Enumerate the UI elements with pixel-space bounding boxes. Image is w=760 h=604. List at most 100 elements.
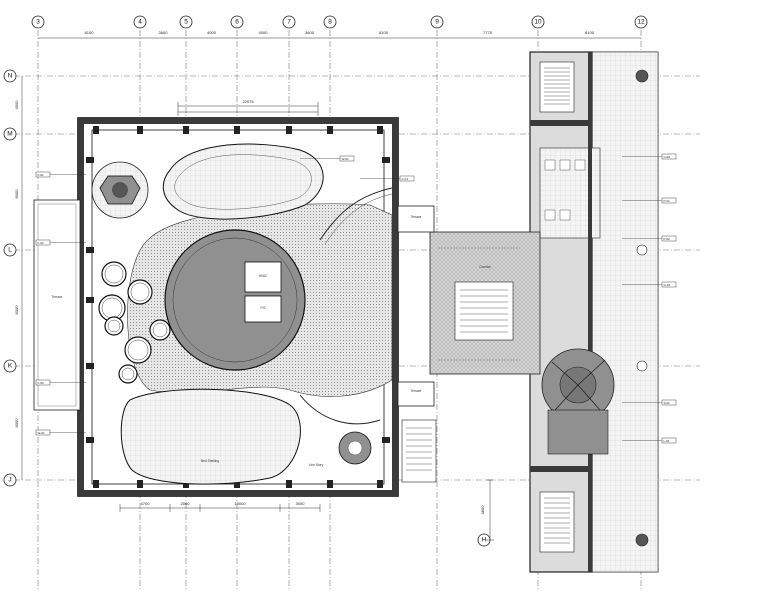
grid-bubble-col-5: 5: [179, 15, 193, 29]
grid-row-label: N: [8, 73, 13, 80]
annotation-tag: P-01: [622, 197, 677, 204]
grid-extra-label: H: [482, 537, 487, 544]
round-table: [124, 336, 152, 364]
grid-col-label: 7: [287, 19, 291, 26]
grid-row-label: M: [7, 131, 12, 138]
terrace-left-label: Terrace: [52, 295, 63, 299]
annotation-tag: F-01: [35, 171, 86, 178]
annotation-tag: F-03: [35, 379, 86, 386]
wall-column: [183, 126, 189, 134]
wall-column: [382, 157, 390, 163]
dim-left-3: 8000: [14, 305, 19, 315]
terrace-right-bottom: Terrace: [397, 381, 435, 407]
grid-bubble-row-N: N: [3, 69, 17, 83]
dim-top-overall: 22075: [242, 99, 254, 104]
bed-shelling-label: Bed Shelling: [201, 459, 219, 463]
annotation-tag: W-02: [300, 155, 355, 162]
dim-bottom-a: 4700: [141, 501, 151, 506]
corridor-bridge: Corridor: [429, 231, 541, 375]
wall-column: [377, 480, 383, 488]
dimension-top: 22075: [177, 99, 319, 116]
grid-bubble-col-12: 12: [634, 15, 648, 29]
wall-column: [86, 247, 94, 253]
svg-text:S-01: S-01: [664, 401, 671, 405]
round-table-inner: [121, 367, 135, 381]
annotation-tag: L-01: [622, 437, 677, 444]
round-table-inner: [130, 282, 150, 302]
wall-column: [86, 157, 94, 163]
wall-column: [327, 480, 333, 488]
grid-bubble-row-L: L: [3, 243, 17, 257]
service-core: HVAC F/S: [244, 261, 282, 323]
wall-column: [327, 126, 333, 134]
round-table: [118, 364, 138, 384]
grid-col-dim: 4000: [259, 30, 269, 35]
grid-col-dim: 8100: [85, 30, 95, 35]
terrace-right-bottom-label: Terrace: [411, 389, 422, 393]
stair-top: [544, 67, 570, 105]
round-table-inner: [107, 319, 121, 333]
right-building-wing: [529, 51, 659, 573]
round-table-inner: [104, 264, 124, 284]
svg-text:P-02: P-02: [664, 237, 671, 241]
wall-column: [234, 126, 240, 134]
dim-right-vertical: 4800: [480, 505, 485, 515]
annotation-tag: C-02: [622, 153, 677, 160]
wall-column: [86, 363, 94, 369]
dim-left-1: 4500: [14, 100, 19, 110]
svg-text:F-02: F-02: [38, 241, 45, 245]
left-terrace: Terrace: [33, 199, 81, 411]
grid-col-label: 4: [138, 19, 142, 26]
svg-text:W-01: W-01: [38, 431, 45, 435]
fs-label: F/S: [261, 306, 266, 310]
round-table-inner: [127, 339, 149, 361]
wall-column: [93, 480, 99, 488]
wall-column: [137, 126, 143, 134]
annotation-tag: W-01: [35, 429, 86, 436]
wall-column: [286, 126, 292, 134]
round-table-inner: [152, 322, 168, 338]
annotation-tag: S-01: [622, 399, 677, 406]
grid-bubble-col-7: 7: [282, 15, 296, 29]
wall-column: [137, 480, 143, 488]
grid-col-label: 5: [184, 19, 188, 26]
round-table: [104, 316, 124, 336]
annotation-tag: C-01: [360, 175, 415, 182]
stair-main: [401, 419, 437, 483]
grid-bubble-col-9: 9: [430, 15, 444, 29]
grid-col-label: 10: [534, 19, 542, 26]
annotation-tag: G-01: [622, 281, 677, 288]
wall-column: [382, 437, 390, 443]
dim-left-4: 8000: [14, 418, 19, 428]
grid-col-dim: 3600: [305, 30, 315, 35]
wall-column: [93, 126, 99, 134]
round-table: [127, 279, 153, 305]
wall-column: [234, 480, 240, 488]
svg-text:F-01: F-01: [38, 173, 45, 177]
grid-col-dim: 8100: [585, 30, 595, 35]
feature-display-top-left: [91, 161, 149, 219]
annotation-tags: F-01F-02F-03W-01 W-02C-01 C-02P-01P-02G-01…: [35, 153, 677, 444]
line-story-label: Line Story: [309, 463, 324, 467]
dim-bottom-d: 3000: [296, 501, 306, 506]
terrace-right-top-label: Terrace: [411, 215, 422, 219]
stair-bottom: [544, 497, 570, 544]
grid-col-dim: 7775: [483, 30, 493, 35]
dimension-right-vertical: 4800: [480, 479, 494, 541]
grid-bubble-col-6: 6: [230, 15, 244, 29]
grid-col-dim: 3600: [159, 30, 169, 35]
grid-bubble-row-M: M: [3, 127, 17, 141]
svg-text:P-01: P-01: [664, 199, 671, 203]
dimension-left: 4500 8000 8000 8000: [14, 76, 23, 480]
svg-text:L-01: L-01: [664, 439, 670, 443]
grid-col-dim: 4000: [207, 30, 217, 35]
grid-bubble-col-10: 10: [531, 15, 545, 29]
grid-row-label: L: [8, 247, 12, 254]
grid-col-label: 6: [235, 19, 239, 26]
grid-bubble-row-K: K: [3, 359, 17, 373]
grid-bubble-col-3: 3: [31, 15, 45, 29]
wall-column: [377, 126, 383, 134]
wall-column: [86, 297, 94, 303]
